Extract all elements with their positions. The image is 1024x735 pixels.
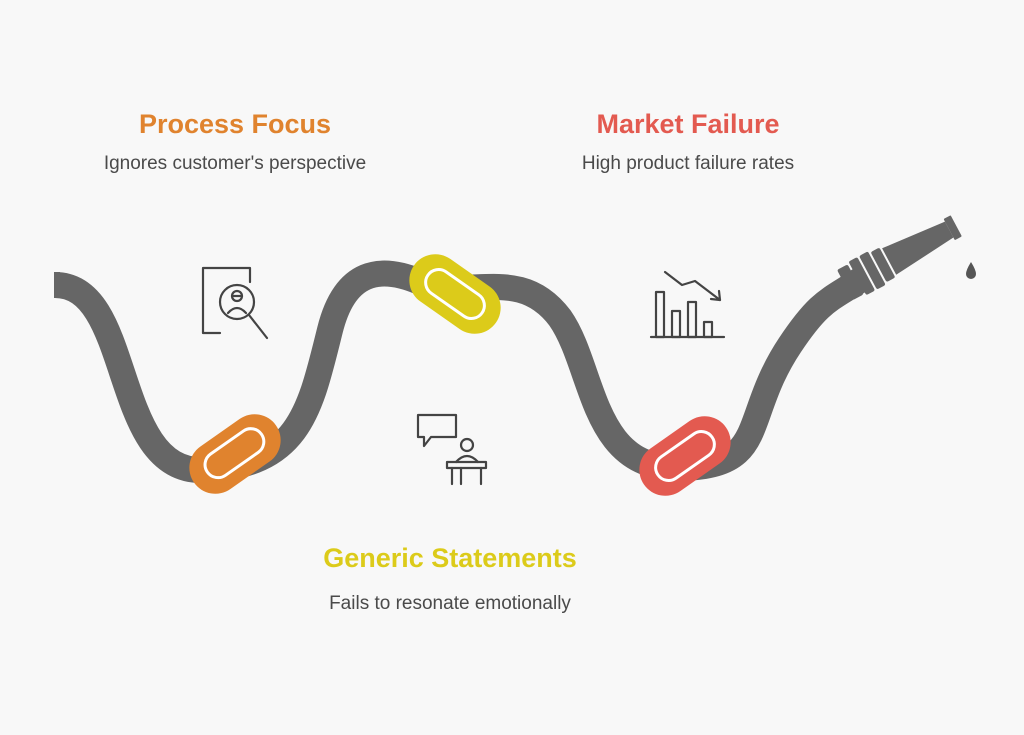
declining-chart-icon [649,270,726,339]
hose-nozzle [837,215,962,300]
market-title: Market Failure [596,109,780,139]
item-market: Market Failure High product failure rate… [553,106,823,177]
process-title: Process Focus [138,109,332,139]
hose-end [54,272,60,298]
generic-description: Fails to resonate emotionally [329,593,571,614]
item-generic: Generic Statements Fails to resonate emo… [320,540,580,617]
knot-generic [409,254,501,334]
drip-icon [966,262,976,279]
market-description: High product failure rates [581,153,795,174]
profile-search-icon [201,266,269,340]
knot-process [189,414,281,494]
knot-market [639,416,731,496]
speaker-podium-icon [416,413,488,486]
generic-title: Generic Statements [323,543,577,573]
process-description: Ignores customer's perspective [103,153,367,174]
item-process: Process Focus Ignores customer's perspec… [100,106,370,177]
